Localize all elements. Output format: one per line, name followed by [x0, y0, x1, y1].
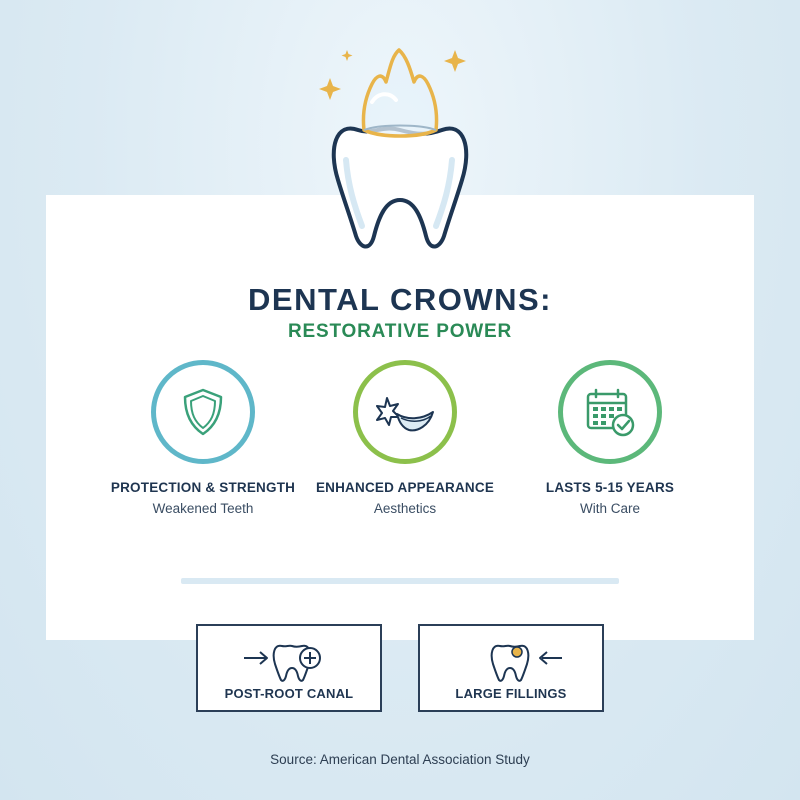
feature-title: LASTS 5-15 YEARS — [545, 480, 675, 495]
calendar-check-icon — [586, 388, 635, 437]
divider — [181, 578, 619, 584]
feature-ring — [353, 360, 457, 464]
feature-title: ENHANCED APPEARANCE — [315, 480, 495, 495]
feature-appearance: ENHANCED APPEARANCE Aesthetics — [295, 360, 515, 516]
page-subtitle: RESTORATIVE POWER — [287, 321, 513, 342]
feature-subtitle: With Care — [579, 501, 640, 516]
shield-icon — [183, 388, 223, 436]
indication-label: POST-ROOT CANAL — [224, 686, 354, 701]
indication-post-root-canal: POST-ROOT CANAL — [196, 624, 382, 712]
feature-subtitle: Weakened Teeth — [152, 501, 254, 516]
page-title: DENTAL CROWNS: — [248, 282, 552, 317]
feature-ring — [151, 360, 255, 464]
tooth-cavity-icon — [490, 644, 562, 682]
feature-subtitle: Aesthetics — [373, 501, 437, 516]
tooth-crown-icon — [319, 48, 469, 249]
feature-title: PROTECTION & STRENGTH — [110, 480, 296, 495]
feature-ring — [558, 360, 662, 464]
feature-protection: PROTECTION & STRENGTH Weakened Teeth — [93, 360, 313, 516]
indication-label: LARGE FILLINGS — [455, 686, 567, 701]
sparkle-smile-icon — [376, 397, 434, 432]
source-citation: Source: American Dental Association Stud… — [270, 752, 530, 767]
indication-large-fillings: LARGE FILLINGS — [418, 624, 604, 712]
tooth-plus-icon — [244, 644, 321, 682]
feature-longevity: LASTS 5-15 YEARS With Care — [500, 360, 720, 516]
